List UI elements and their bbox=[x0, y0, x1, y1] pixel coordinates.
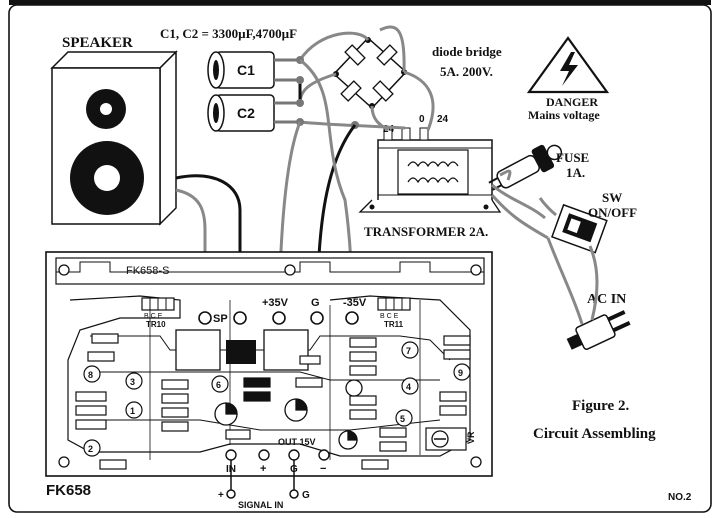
ic-number-1: 1 bbox=[130, 406, 135, 416]
board-terminals bbox=[198, 311, 359, 325]
ic-number-4: 4 bbox=[406, 382, 411, 392]
diode-bridge-label: diode bridge bbox=[432, 44, 502, 59]
figure-title: Figure 2. bbox=[572, 398, 629, 414]
c1-label: C1 bbox=[237, 62, 255, 78]
tr11-pins-label: B C E bbox=[380, 313, 399, 320]
tr10-pins-label: B C E bbox=[144, 313, 163, 320]
board-silk-label: FK658-S bbox=[126, 265, 169, 277]
danger-warning-icon bbox=[526, 36, 610, 94]
diode-bridge-rating: 5A. 200V. bbox=[440, 64, 493, 79]
capacitor-c1 bbox=[207, 51, 300, 89]
ic-number-2: 2 bbox=[88, 444, 93, 454]
signal-in-label: SIGNAL IN bbox=[238, 500, 283, 510]
signal-plus-label: + bbox=[218, 490, 224, 501]
capacitor-spec-label: C1, C2 = 3300µF,4700µF bbox=[160, 26, 297, 41]
tap-0-label: 0 bbox=[419, 114, 425, 125]
terminal-g-label: G bbox=[311, 297, 320, 309]
fuse-rating: 1A. bbox=[566, 165, 585, 180]
ac-plug-icon bbox=[566, 310, 631, 350]
potentiometer-vr bbox=[425, 427, 467, 451]
transistor-tr11 bbox=[377, 297, 411, 311]
ic-number-9: 9 bbox=[458, 368, 463, 378]
page-number: NO.2 bbox=[668, 492, 692, 503]
vr-label: VR bbox=[466, 431, 476, 444]
tap-24-left-label: 24 bbox=[383, 124, 395, 135]
transformer bbox=[358, 127, 502, 213]
ic-number-6: 6 bbox=[216, 380, 221, 390]
model-label: FK658 bbox=[46, 482, 91, 499]
out-15v-label: OUT 15V bbox=[278, 437, 316, 447]
switch-on-off-label: ON/OFF bbox=[588, 205, 637, 220]
power-transistors bbox=[175, 329, 309, 371]
mains-voltage-label: Mains voltage bbox=[528, 108, 600, 122]
switch-label: SW bbox=[602, 190, 622, 205]
speaker-icon bbox=[50, 50, 178, 226]
figure-subtitle: Circuit Assembling bbox=[533, 426, 656, 442]
transistor-tr10 bbox=[141, 297, 175, 311]
tap-24-right-label: 24 bbox=[437, 114, 449, 125]
transformer-label: TRANSFORMER 2A. bbox=[364, 224, 488, 239]
numbered-components bbox=[83, 341, 471, 457]
signal-g-label: G bbox=[302, 490, 310, 501]
tr11-label: TR11 bbox=[384, 320, 404, 329]
tr10-label: TR10 bbox=[146, 320, 166, 329]
board-capacitors bbox=[214, 379, 363, 450]
ac-in-label: AC IN bbox=[587, 292, 626, 307]
speaker-label: SPEAKER bbox=[62, 35, 133, 51]
diode-bridge bbox=[332, 36, 408, 110]
resistors bbox=[75, 333, 471, 470]
terminal-sp-label: SP bbox=[213, 313, 228, 325]
ic-number-7: 7 bbox=[406, 346, 411, 356]
pad-minus-label: − bbox=[320, 463, 326, 475]
capacitor-c2 bbox=[207, 94, 300, 132]
top-bar bbox=[9, 0, 711, 5]
ic-number-3: 3 bbox=[130, 377, 135, 387]
c2-label: C2 bbox=[237, 105, 255, 121]
ic-number-5: 5 bbox=[400, 414, 405, 424]
fuse-label: FUSE bbox=[556, 150, 589, 165]
power-switch bbox=[551, 203, 608, 254]
terminal-minus35-label: -35V bbox=[343, 297, 367, 309]
signal-input-wires bbox=[226, 460, 299, 499]
ic-number-8: 8 bbox=[88, 370, 93, 380]
danger-label: DANGER bbox=[546, 95, 598, 109]
terminal-plus35-label: +35V bbox=[262, 297, 289, 309]
mains-wiring bbox=[490, 169, 599, 325]
pad-plus-label: + bbox=[260, 463, 266, 475]
